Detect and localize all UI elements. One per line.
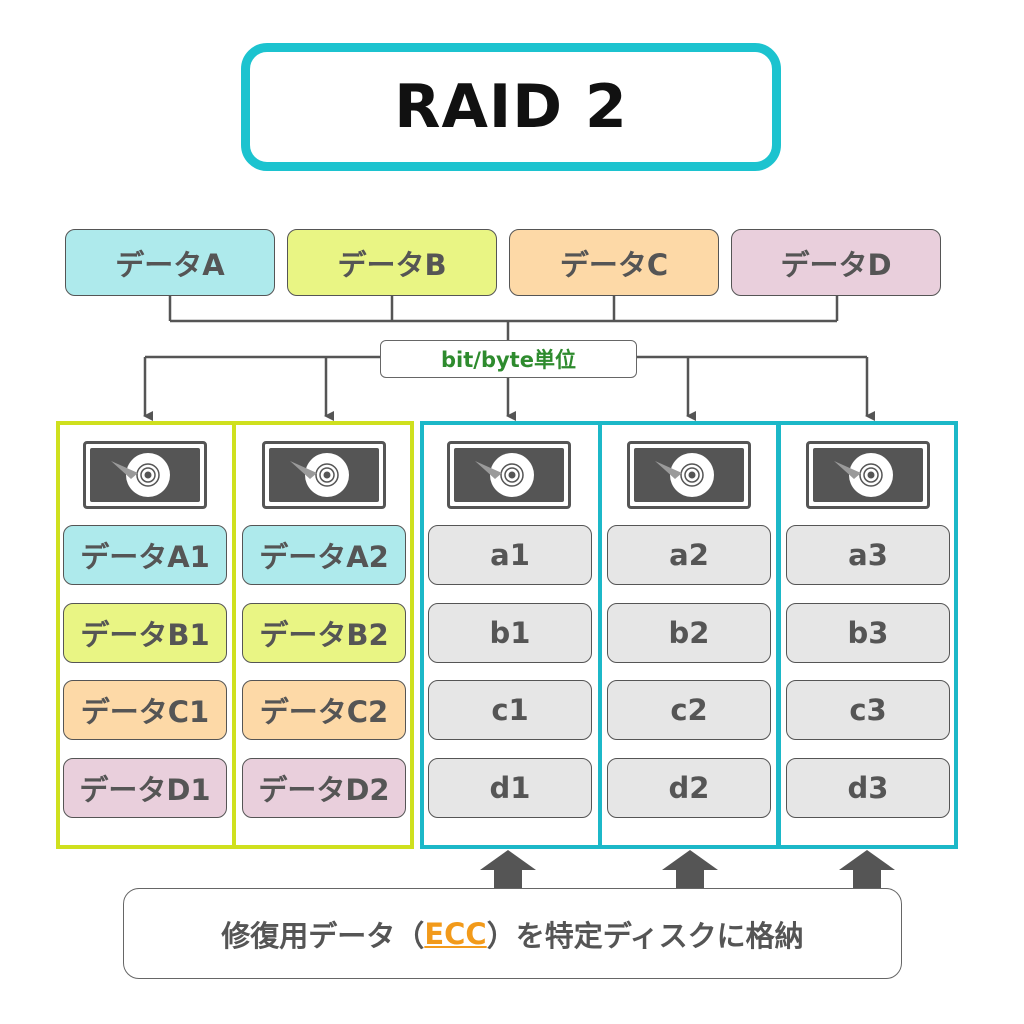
ecc-cell: b2 xyxy=(607,603,771,663)
data-cell: データB1 xyxy=(63,603,227,663)
ecc-cell: d2 xyxy=(607,758,771,818)
ecc-cell: d1 xyxy=(428,758,592,818)
hard-disk-icon xyxy=(806,441,930,509)
ecc-note-before: 修復用データ（ xyxy=(221,918,425,953)
ecc-cell: a2 xyxy=(607,525,771,585)
data-cell: データA2 xyxy=(242,525,406,585)
data-box-d: データD xyxy=(731,229,941,296)
data-box-a: データA xyxy=(65,229,275,296)
disk-column-5 xyxy=(777,421,958,849)
ecc-cell: a1 xyxy=(428,525,592,585)
ecc-note: 修復用データ（ECC）を特定ディスクに格納 xyxy=(123,888,902,979)
hard-disk-icon xyxy=(83,441,207,509)
hard-disk-icon xyxy=(627,441,751,509)
up-arrow-icon xyxy=(839,850,895,888)
data-cell: データD1 xyxy=(63,758,227,818)
ecc-cell: d3 xyxy=(786,758,950,818)
hard-disk-icon xyxy=(262,441,386,509)
data-cell: データA1 xyxy=(63,525,227,585)
unit-label: bit/byte単位 xyxy=(380,340,637,378)
up-arrow-icon xyxy=(480,850,536,888)
disk-column-2 xyxy=(232,421,414,849)
data-box-c: データC xyxy=(509,229,719,296)
data-cell: データD2 xyxy=(242,758,406,818)
ecc-cell: b3 xyxy=(786,603,950,663)
ecc-cell: a3 xyxy=(786,525,950,585)
ecc-highlight: ECC xyxy=(424,916,487,951)
ecc-cell: c3 xyxy=(786,680,950,740)
ecc-cell: c1 xyxy=(428,680,592,740)
ecc-cell: b1 xyxy=(428,603,592,663)
ecc-cell: c2 xyxy=(607,680,771,740)
up-arrow-icon xyxy=(662,850,718,888)
data-cell: データB2 xyxy=(242,603,406,663)
diagram-title: RAID 2 xyxy=(241,43,781,171)
data-cell: データC2 xyxy=(242,680,406,740)
data-box-b: データB xyxy=(287,229,497,296)
hard-disk-icon xyxy=(447,441,571,509)
ecc-note-after: ）を特定ディスクに格納 xyxy=(486,918,804,953)
data-cell: データC1 xyxy=(63,680,227,740)
